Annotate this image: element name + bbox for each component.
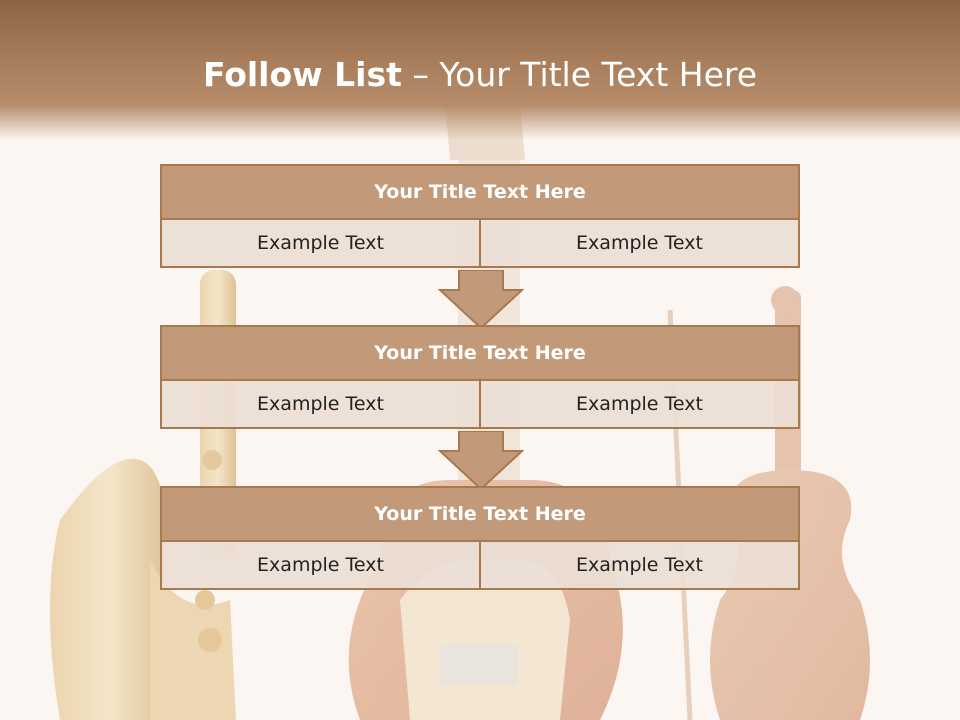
header-band: [0, 0, 960, 140]
list-block-1: Your Title Text Here Example Text Exampl…: [160, 164, 800, 268]
list-block-2: Your Title Text Here Example Text Exampl…: [160, 325, 800, 429]
list-block-3: Your Title Text Here Example Text Exampl…: [160, 486, 800, 590]
block-title: Your Title Text Here: [160, 486, 800, 542]
block-cell-right: Example Text: [479, 540, 800, 590]
down-arrow-icon: [438, 431, 524, 491]
block-cell-right: Example Text: [479, 379, 800, 429]
slide-title: Follow List – Your Title Text Here: [0, 52, 960, 98]
block-row: Example Text Example Text: [160, 540, 800, 590]
block-cell-left: Example Text: [160, 218, 481, 268]
slide-title-rest: – Your Title Text Here: [401, 55, 758, 94]
block-row: Example Text Example Text: [160, 379, 800, 429]
block-cell-left: Example Text: [160, 540, 481, 590]
slide-title-bold: Follow List: [202, 55, 402, 94]
down-arrow-icon: [438, 270, 524, 330]
block-row: Example Text Example Text: [160, 218, 800, 268]
block-cell-right: Example Text: [479, 218, 800, 268]
block-cell-left: Example Text: [160, 379, 481, 429]
block-title: Your Title Text Here: [160, 164, 800, 220]
block-title: Your Title Text Here: [160, 325, 800, 381]
